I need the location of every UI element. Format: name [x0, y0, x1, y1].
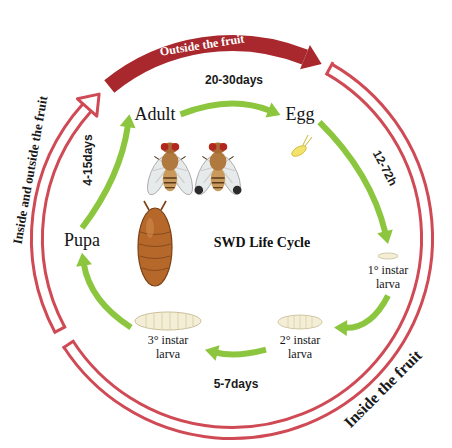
fly-eye — [172, 143, 180, 151]
stage-node: 1° instar larva — [358, 246, 418, 294]
larva-segments — [146, 313, 193, 330]
arrow-head — [377, 230, 393, 244]
ring-label: Outside the fruit — [158, 33, 244, 58]
pupa-segments — [139, 232, 171, 271]
fly-thorax — [162, 152, 179, 171]
ring-label: Inside the fruit — [341, 347, 425, 431]
ring-cap — [54, 326, 66, 333]
ring-arc — [69, 69, 428, 433]
pupa-shine — [146, 218, 154, 238]
arrow-line — [216, 350, 266, 355]
stage-name: Egg — [286, 104, 315, 125]
egg-filament — [303, 135, 308, 145]
stage-name: 1° instar larva — [361, 264, 415, 292]
stage-arrow — [205, 345, 266, 360]
ring-arrowhead — [300, 45, 322, 69]
fly-abdomen — [163, 167, 177, 191]
arrow-head — [265, 103, 280, 118]
fly-abdomen — [211, 167, 225, 191]
fly-eye — [161, 143, 169, 151]
duration-label: 4-15days — [82, 134, 94, 185]
ring-label: Inside and outside the fruit — [11, 95, 50, 245]
pupa-horn — [144, 201, 149, 210]
larva-segments — [288, 315, 312, 329]
stage-node: Egg — [283, 104, 318, 165]
larva-drawing — [378, 253, 398, 259]
larva-drawing — [278, 315, 322, 329]
fly-eye — [220, 143, 228, 151]
egg-shape — [290, 144, 308, 159]
stage-node: Adult — [131, 104, 178, 125]
arrow-line — [181, 104, 271, 115]
fly-thorax — [210, 152, 227, 171]
arrow-head — [205, 345, 220, 360]
ring-arrowhead — [77, 94, 99, 116]
stage-name: 2° instar larva — [271, 334, 329, 362]
stage-name: Pupa — [64, 230, 100, 251]
fly-eye — [209, 143, 217, 151]
fly-drawing — [143, 143, 197, 198]
arrow-head — [120, 114, 136, 128]
stage-node: Pupa — [61, 230, 103, 251]
larva-body — [278, 315, 322, 329]
wing-spot — [194, 186, 203, 195]
stage-node: 2° instar larva — [268, 308, 332, 364]
stage-name: Adult — [134, 104, 175, 125]
larva-drawing — [135, 312, 201, 330]
duration-label: 12-72h — [371, 148, 399, 187]
duration-label: 20-30days — [205, 74, 263, 86]
stage-arrow — [76, 253, 131, 328]
ring-cap — [326, 62, 333, 75]
arrow-line — [345, 296, 388, 328]
egg-drawing — [290, 135, 312, 158]
pupa-drawing — [138, 201, 172, 286]
wing-spot — [233, 186, 242, 195]
stage-arrow — [320, 122, 393, 244]
fly-drawing — [191, 143, 245, 198]
stage-name: 3° instar larva — [136, 334, 200, 362]
stage-arrow — [82, 114, 136, 228]
center-title: SWD Life Cycle — [214, 236, 310, 250]
fly-stripes — [211, 178, 224, 188]
pupa-body — [138, 208, 172, 286]
ring-arc — [37, 108, 87, 330]
arrow-line — [82, 125, 128, 228]
ring-arc-inner — [69, 69, 428, 433]
arrow-line — [320, 122, 386, 233]
arrow-line — [84, 264, 131, 328]
ring-arc-inner — [37, 108, 87, 330]
arrow-head — [76, 253, 92, 267]
stage-arrow — [334, 296, 388, 336]
arrow-head — [334, 320, 347, 336]
duration-label: 5-7days — [214, 378, 259, 390]
stage-arrow — [181, 103, 281, 118]
pupa-horn — [161, 201, 166, 210]
ring-cap — [63, 340, 75, 348]
larva-body — [135, 312, 201, 330]
fly-stripes — [163, 178, 176, 188]
stage-node: 3° instar larva — [133, 308, 203, 364]
